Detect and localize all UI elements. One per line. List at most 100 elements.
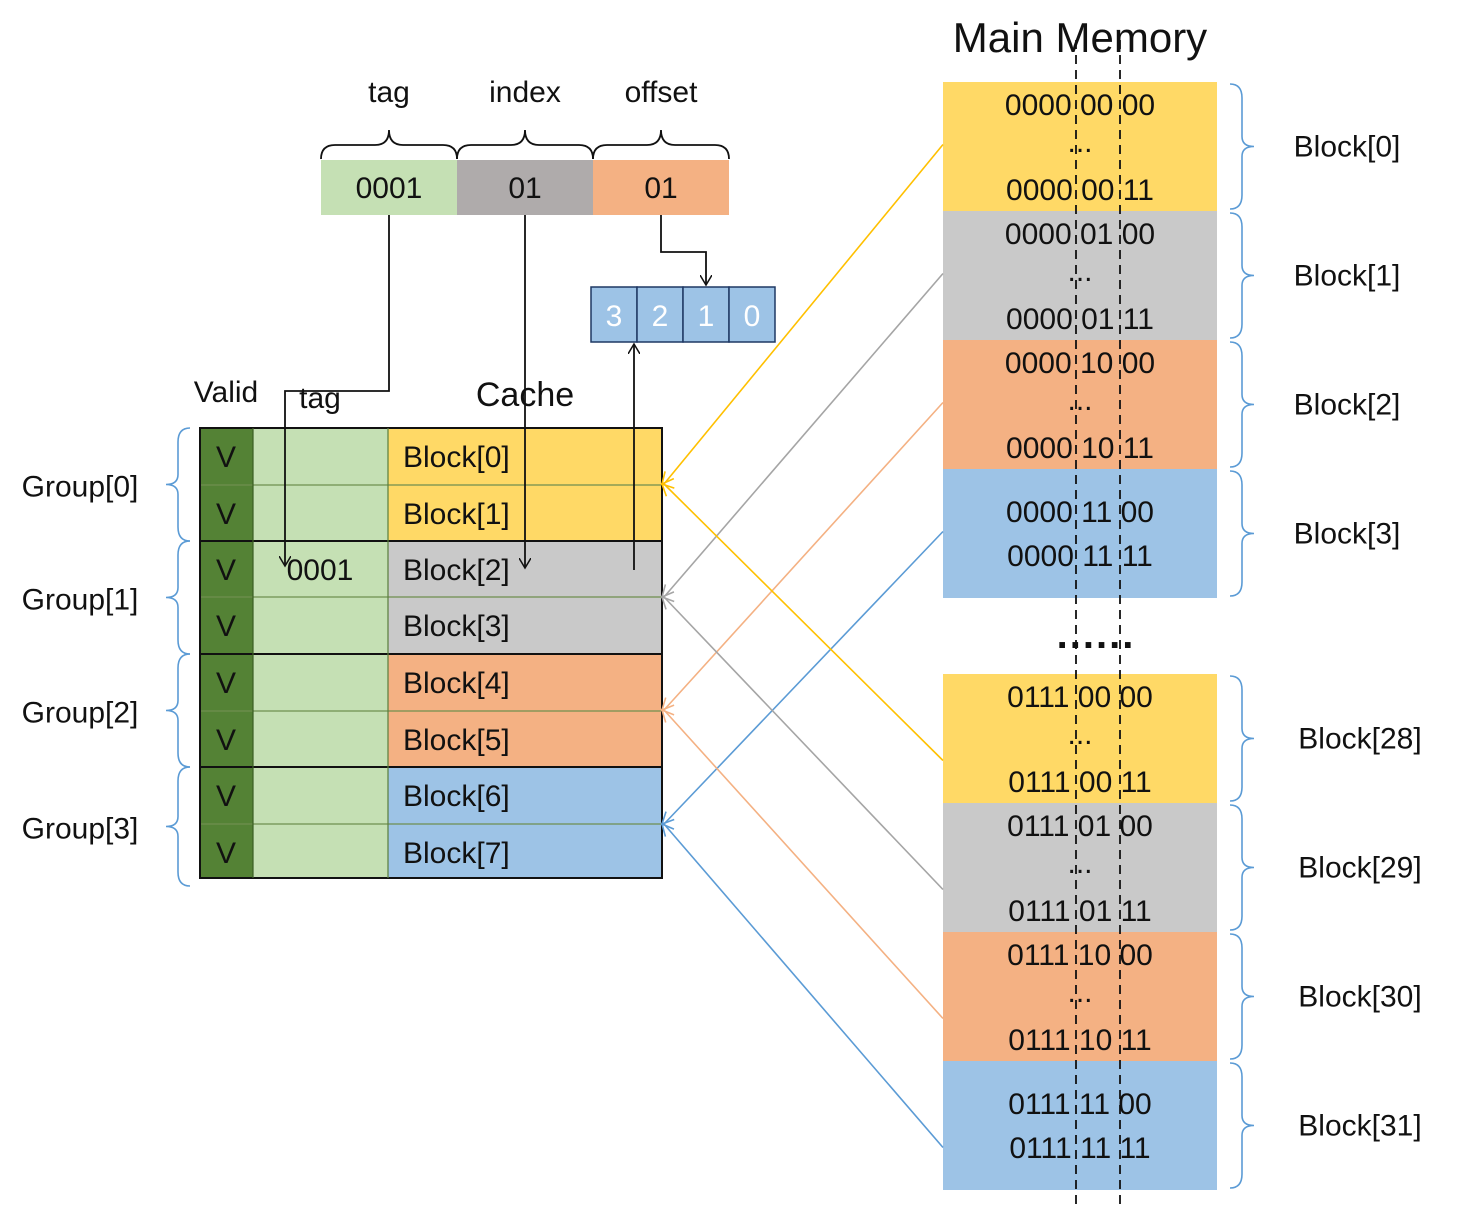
mapping-arrow: [663, 823, 944, 1149]
memory-block-label: Block[3]: [1294, 518, 1401, 551]
memory-address-line: 0111 00 11: [1008, 766, 1151, 799]
cache-valid-text: V: [216, 837, 236, 870]
cache-valid-cell: [200, 711, 253, 767]
address-tag-value: 0001: [356, 172, 423, 205]
cache-tag-cell: [253, 597, 388, 654]
tag-column-header: tag: [299, 382, 341, 415]
cache-line: V Block[5]: [200, 710, 662, 767]
memory-block-label: Block[0]: [1294, 131, 1401, 164]
memory-block-label: Block[29]: [1298, 852, 1421, 885]
memory-address-line: 0111 10 11: [1008, 1024, 1151, 1057]
cache-valid-cell: [200, 767, 253, 824]
cache-line: V Block[7]: [200, 823, 662, 878]
memory-block-rect: [943, 674, 1217, 803]
memory-ellipsis: ...: [1067, 126, 1092, 159]
cache-block-cell: [388, 654, 662, 711]
mapping-arrow: [663, 709, 944, 1020]
curly-bracket: [1229, 675, 1255, 802]
cache-block-text: Block[7]: [403, 837, 510, 870]
mapping-arrowhead: [660, 708, 675, 723]
cache-valid-text: V: [216, 780, 236, 813]
curly-bracket: [1229, 804, 1255, 931]
mapping-arrow: [663, 530, 944, 825]
cache-block-text: Block[4]: [403, 667, 510, 700]
memory-block: 0000 11 00 0000 11 11 Block[3]: [943, 469, 1400, 598]
mapping-arrowhead: [660, 822, 675, 837]
cache-tag-cell: [253, 485, 388, 541]
address-index-box: [457, 160, 593, 215]
cache-block-cell: [388, 824, 662, 878]
cache-block-text: Block[3]: [403, 610, 510, 643]
memory-block-rect: [943, 340, 1217, 469]
cache-tag-cell: [253, 824, 388, 878]
cache-tag-cell: [253, 541, 388, 597]
memory-block-rect: [943, 932, 1217, 1061]
memory-block-rect: [943, 469, 1217, 598]
offset-bit-label: 0: [744, 300, 761, 333]
curly-bracket: [1229, 470, 1255, 597]
curly-bracket: [1229, 1062, 1255, 1189]
curly-bracket: [1229, 933, 1255, 1060]
offset-bit-label: 1: [698, 300, 715, 333]
memory-ellipsis: ...: [1067, 255, 1092, 288]
curly-bracket: [1229, 341, 1255, 468]
mapping-arrowhead: [660, 595, 675, 610]
cache-valid-text: V: [216, 498, 236, 531]
address-flow-arrows: [285, 215, 706, 570]
cache-block-text: Block[0]: [403, 441, 510, 474]
memory-address-line: 0000 11 11: [1007, 540, 1153, 573]
cache-block-text: Block[5]: [403, 724, 510, 757]
memory-block-rect: [943, 803, 1217, 932]
offset-bit-label: 3: [606, 300, 623, 333]
cache-valid-cell: [200, 485, 253, 541]
curly-bracket: [165, 653, 191, 768]
address-tag-box: [321, 160, 457, 215]
group-label: Group[3]: [22, 813, 139, 846]
cache-valid-text: V: [216, 724, 236, 757]
memory-block-label: Block[1]: [1294, 260, 1401, 293]
memory-block-label: Block[28]: [1298, 723, 1421, 756]
offset-bit-cell: [682, 286, 730, 343]
group-brackets: Group[0]Group[1]Group[2]Group[3]: [22, 427, 191, 887]
curly-bracket: [165, 766, 191, 887]
curly-bracket: [1229, 83, 1255, 210]
cache-tag-cell: [253, 767, 388, 824]
cache-valid-cell: [200, 597, 253, 654]
curly-bracket: [165, 540, 191, 655]
curly-bracket: [165, 427, 191, 542]
cache-valid-cell: [200, 824, 253, 878]
address-offset-value: 01: [644, 172, 677, 205]
cache-tag-cell: [253, 428, 388, 485]
memory-address-line: 0111 01 11: [1008, 895, 1151, 928]
memory-block-rect: [943, 1061, 1217, 1190]
address-field-label-tag: tag: [368, 76, 410, 109]
address-field-label-offset: offset: [625, 76, 698, 109]
memory-ellipsis: ...: [1067, 976, 1092, 1009]
cache-block-cell: [388, 597, 662, 654]
address-field-label-index: index: [489, 76, 561, 109]
memory-block-label: Block[2]: [1294, 389, 1401, 422]
valid-column-header: Valid: [194, 376, 258, 409]
cache-valid-cell: [200, 654, 253, 711]
curly-bracket: [1229, 212, 1255, 339]
cache-valid-text: V: [216, 610, 236, 643]
mapping-arrow: [663, 596, 944, 891]
mapping-arrowhead: [660, 811, 675, 826]
address-offset-box: [593, 160, 729, 215]
mapping-arrowhead: [660, 482, 675, 497]
group-label: Group[1]: [22, 584, 139, 617]
offset-flow-arrow: [660, 215, 706, 285]
memory-address-line: 0000 11 00: [1006, 496, 1154, 529]
cache-block-text: Block[2]: [403, 554, 510, 587]
memory-address-line: 0000 10 11: [1006, 432, 1154, 465]
